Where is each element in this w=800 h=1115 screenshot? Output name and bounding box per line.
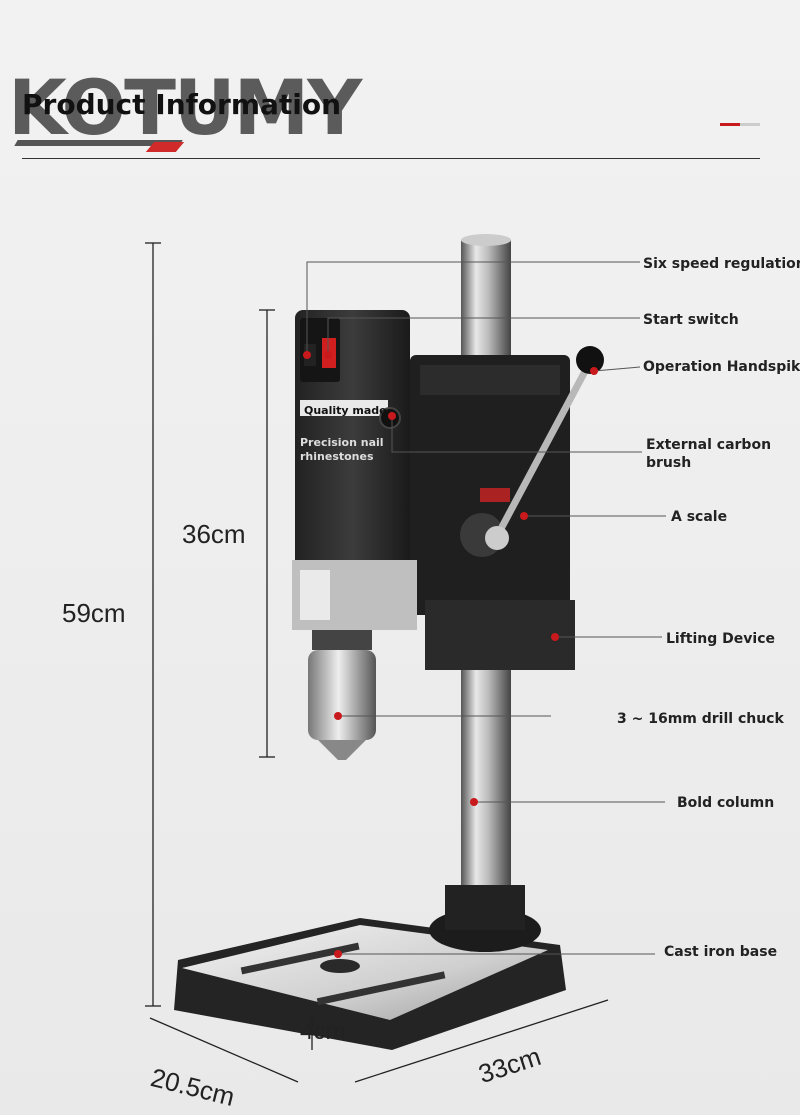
callout-handspike: Operation Handspike [643, 359, 800, 375]
drill-chuck [308, 630, 376, 760]
head-housing [410, 355, 575, 670]
callout-bold-column: Bold column [677, 795, 775, 811]
motor-label-quality: Quality made [304, 404, 387, 417]
dimension-height-head: 36cm [182, 519, 246, 549]
header-divider [22, 158, 760, 159]
brand-logo: KOTUMY [8, 63, 362, 152]
callout-carbon-brush-1: External carbon [646, 437, 772, 453]
motor-label-line-1: Precision nail [300, 436, 384, 449]
callout-drill-chuck: 3 ~ 16mm drill chuck [617, 711, 784, 727]
dimension-base-thickness: 4cm [300, 1018, 346, 1045]
callout-six-speed: Six speed regulation [643, 256, 800, 272]
dimension-lines [145, 242, 609, 1083]
callout-lifting-device: Lifting Device [666, 631, 775, 647]
operation-handspike [485, 346, 604, 550]
callout-carbon-brush-2: brush [646, 455, 692, 471]
callout-dots [303, 351, 598, 958]
header-accent-mark [720, 123, 760, 126]
motor-label-line-2: rhinestones [300, 450, 374, 463]
callout-cast-iron-base: Cast iron base [664, 944, 778, 960]
motor-body [292, 310, 417, 630]
callout-leaders [306, 261, 666, 955]
callout-scale: A scale [671, 509, 728, 525]
callout-start-switch: Start switch [643, 312, 739, 328]
section-title: Product Information [22, 88, 342, 121]
dimension-height-total: 59cm [62, 598, 126, 628]
